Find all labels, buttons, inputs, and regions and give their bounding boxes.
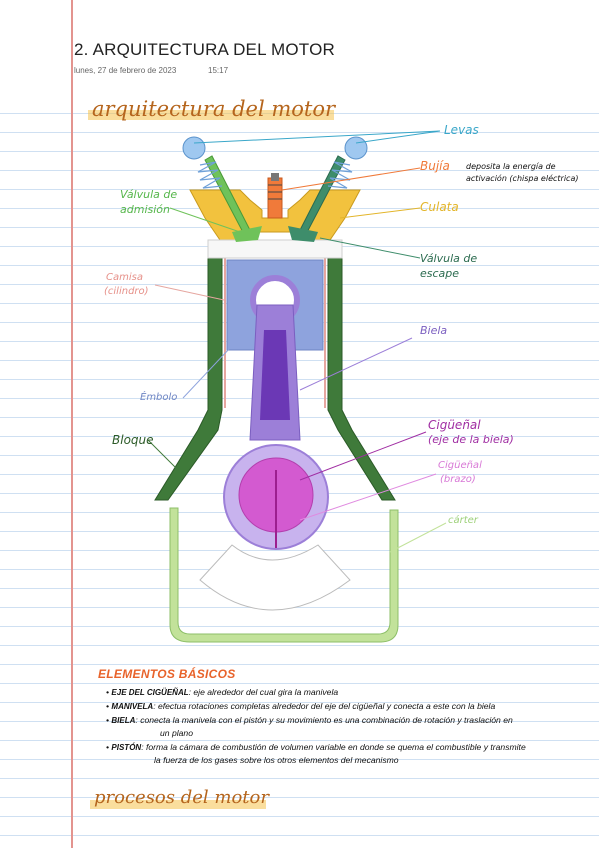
label-carter: cárter <box>448 515 478 526</box>
label-camisa-2: (cilindro) <box>104 286 149 297</box>
element-item-3-cont: un plano <box>160 728 193 738</box>
bloque-right <box>327 257 396 501</box>
element-item-2: • MANIVELA: efectua rotaciones completas… <box>106 701 496 711</box>
label-bujia-desc-2: activación (chispa eléctrica) <box>466 174 579 183</box>
processes-heading: procesos del motor <box>94 787 269 808</box>
diagram-heading: arquitectura del motor <box>92 97 336 121</box>
page-title: 2. ARQUITECTURA DEL MOTOR <box>74 40 335 59</box>
label-ciguenal-2: (eje de la biela) <box>428 433 514 446</box>
page-header-area <box>0 0 599 95</box>
label-valvula-escape-1: Válvula de <box>420 252 478 265</box>
element-item-4-cont: la fuerza de los gases sobre los otros e… <box>154 755 399 765</box>
counterweight-shape <box>199 544 351 611</box>
label-valvula-admision-2: admisión <box>120 203 170 216</box>
label-culata: Culata <box>420 200 459 214</box>
leva-right <box>344 136 368 160</box>
label-levas: Levas <box>444 123 479 137</box>
notebook-margin-line <box>71 0 73 848</box>
label-bujia: Bujía <box>420 159 450 173</box>
label-bloque: Bloque <box>112 433 154 447</box>
elements-heading: ELEMENTOS BÁSICOS <box>98 667 236 681</box>
page-date: lunes, 27 de febrero de 2023 <box>74 66 177 75</box>
label-biela: Biela <box>420 324 448 337</box>
bloque-left <box>154 257 223 501</box>
label-ciguenal-1: Cigüeñal <box>428 418 481 432</box>
element-item-3: • BIELA: conecta la manivela con el pist… <box>106 715 513 725</box>
label-ciguenal-brazo-1: Cigüeñal <box>438 460 482 471</box>
label-embolo: Émbolo <box>140 392 178 403</box>
leva-left <box>182 136 206 160</box>
processes-highlight <box>90 800 266 809</box>
label-bujia-desc-1: deposita la energía de <box>466 162 556 171</box>
label-camisa-1: Camisa <box>106 272 143 283</box>
bujia-shape <box>267 177 283 219</box>
label-valvula-escape-2: escape <box>420 267 460 280</box>
element-item-1: • EJE DEL CIGÜEÑAL: eje alrededor del cu… <box>106 687 339 697</box>
carter-shape <box>169 507 399 643</box>
element-item-4: • PISTÓN: forma la cámara de combustión … <box>106 742 526 752</box>
label-valvula-admision-1: Válvula de <box>120 188 178 201</box>
heading-highlight <box>88 110 334 120</box>
page-time: 15:17 <box>208 66 229 75</box>
label-ciguenal-brazo-2: (brazo) <box>440 474 476 485</box>
